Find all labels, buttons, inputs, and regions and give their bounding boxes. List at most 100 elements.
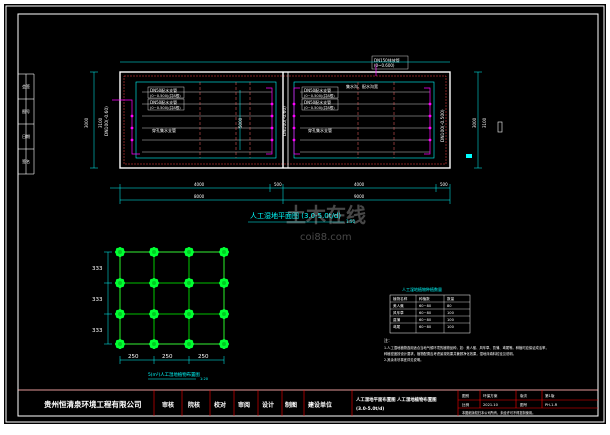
table-cell: 60~80 xyxy=(419,325,432,329)
table-cell: 鸢尾 xyxy=(393,324,401,329)
top-pipe-label-1: DN150排放管 xyxy=(374,57,400,63)
watermark-line-1: 土木在线 xyxy=(286,203,366,227)
table-cell: 80 xyxy=(447,304,452,308)
role-5: 设计 xyxy=(262,401,274,409)
sidebar-label-1: 会签 xyxy=(22,83,30,89)
title-block: 贵州恒清泉环境工程有限公司 审核 院核 校对 审阅 设计 制图 建设单位 人工湿… xyxy=(17,389,599,417)
table-cell: 60~80 xyxy=(419,304,432,308)
plan-mid-label: 集水沟、配水沟宽 xyxy=(346,83,378,89)
role-3: 校对 xyxy=(214,401,226,409)
planting-hdim-3: 250 xyxy=(198,354,209,360)
wetland-outer-wall xyxy=(119,71,451,169)
info-label-4: 第1版 xyxy=(545,393,555,398)
bottom-dim-2: 500 xyxy=(274,182,282,187)
notes-line-2: 种植密度按设计要求，植物配置应考虑景观效果并兼顾净化效果，湿地床填料粒径见说明。 xyxy=(384,351,516,356)
sidebar-strip: 会签 图号 日期 签名 xyxy=(18,73,35,175)
top-pipe-label-2: (0~0.600) xyxy=(374,63,395,68)
table-cell: 100 xyxy=(447,311,455,315)
info-label-1: 图别 xyxy=(462,393,470,398)
table-cell: 菖蒲 xyxy=(393,317,401,322)
info-label-2: 环保方案 xyxy=(483,393,498,398)
drawing-title: 人工湿地平面布置图 人工湿地植物布置图 xyxy=(356,396,437,403)
info-label-8: PH-1-R xyxy=(545,403,558,407)
role-4: 审阅 xyxy=(238,401,250,409)
watermark: 土木在线 coi88.com xyxy=(286,203,366,243)
table-cell: 风车草 xyxy=(393,310,404,315)
sheet-border xyxy=(5,5,605,423)
planting-caption: 5(m²)人工湿地植物布置图 xyxy=(148,371,200,378)
plan-sublabel-1b: (0~0.500)(共8根) xyxy=(150,93,181,98)
watermark-line-2: coi88.com xyxy=(300,232,352,243)
planting-vdim-1: 333 xyxy=(92,266,103,272)
plant-symbol xyxy=(219,309,229,320)
plant-symbol xyxy=(115,278,125,289)
notes-line-1: 1.人工湿地植物选用适合当地气候环境的植物品种，如：美人蕉、风车草、菖蒲、鸢尾等… xyxy=(384,345,549,350)
outlet-mark xyxy=(466,154,472,158)
right-pipe-label: DN100(-0.500) xyxy=(440,109,446,142)
planting-vdim-3: 333 xyxy=(92,328,103,334)
planting-vdim-2: 333 xyxy=(92,297,103,303)
bottom-dim-6: 9000 xyxy=(354,194,365,199)
table-cell: 100 xyxy=(447,325,455,329)
plan-sublabel-6b: (0~0.500)(共8根) xyxy=(304,105,335,110)
info-label-6: 2021.10 xyxy=(483,403,499,407)
role-2: 院核 xyxy=(188,401,200,409)
info-label-7: 图号 xyxy=(520,402,528,407)
role-6: 制图 xyxy=(285,401,297,409)
table-header-cell: 数量 xyxy=(447,296,455,301)
plan-sublabel-6a: DN50配水支管 xyxy=(304,99,331,105)
table-header-cell: 植物名称 xyxy=(393,296,408,301)
notes: 注： 1.人工湿地植物选用适合当地气候环境的植物品种，如：美人蕉、风车草、菖蒲、… xyxy=(384,337,549,362)
plan-sublabel-5a: DN50配水支管 xyxy=(304,87,331,93)
plant-symbol xyxy=(115,309,125,320)
plant-symbol xyxy=(219,339,229,350)
company-name: 贵州恒清泉环境工程有限公司 xyxy=(44,399,142,409)
plant-symbol xyxy=(184,309,194,320)
table-cell: 60~80 xyxy=(419,318,432,322)
drawing-sheet: 会签 图号 日期 签名 xyxy=(4,4,606,424)
drawing-canvas: 会签 图号 日期 签名 xyxy=(5,5,605,423)
plant-symbol xyxy=(149,278,159,289)
sidebar-label-4: 签名 xyxy=(22,158,30,164)
right-dim-1: 3000 xyxy=(472,117,477,128)
plant-symbol xyxy=(149,309,159,320)
role-7: 建设单位 xyxy=(308,401,332,409)
planting-scale: 1:20 xyxy=(200,377,209,381)
right-dim-2: 3100 xyxy=(482,117,487,128)
plant-symbol xyxy=(184,247,194,257)
plan-title: 人工湿地平面图 (3.0-5.0t/d) xyxy=(250,211,341,220)
plan-sublabel-4: 穿孔集水支管 xyxy=(308,127,332,133)
plant-symbol xyxy=(184,278,194,289)
plan-scale: 1:50 xyxy=(346,219,355,224)
plan-sublabel-2b: (0~0.500)(共8根) xyxy=(150,105,181,110)
plan-sublabel-2a: DN50配水支管 xyxy=(150,99,177,105)
notes-heading: 注： xyxy=(384,337,392,343)
plan-sublabel-3: 穿孔集水支管 xyxy=(152,127,176,133)
table-cell: 100 xyxy=(447,318,455,322)
left-pipe-label: DN100(-0.60) xyxy=(104,106,110,136)
bottom-dim-1: 4000 xyxy=(194,182,205,187)
plan-sublabel-1a: DN50配水支管 xyxy=(150,87,177,93)
center-dim: 5000 xyxy=(238,117,243,128)
notes-line-3: 2.其余未尽事宜详见说明。 xyxy=(384,357,423,362)
sidebar-label-3: 日期 xyxy=(22,133,30,139)
bottom-dim-4: 500 xyxy=(440,182,448,187)
info-label-3: 版次 xyxy=(520,393,528,398)
bottom-dim-3: 4000 xyxy=(354,182,365,187)
sidebar-label-2: 图号 xyxy=(22,108,30,114)
plants-table-title: 人工湿地植物种植数量 xyxy=(402,286,442,292)
right-margin-mark xyxy=(497,121,503,133)
plant-symbol xyxy=(149,247,159,257)
info-label-5: 比例 xyxy=(462,402,470,407)
planting-frame xyxy=(119,251,225,345)
plant-symbol xyxy=(219,247,229,257)
planting-hdim-1: 250 xyxy=(128,354,139,360)
planting-layout: 333 333 333 250 250 250 5(m²)人工湿地植物布置图 1… xyxy=(92,247,229,381)
drawing-sub: (3.0-5.0t/d) xyxy=(356,406,384,412)
left-dim-2: 3100 xyxy=(98,117,103,128)
plant-symbol xyxy=(219,278,229,289)
plant-symbol xyxy=(115,339,125,350)
plan-sublabel-5b: (0~0.500)(共8根) xyxy=(304,93,335,98)
plant-symbol xyxy=(149,339,159,350)
